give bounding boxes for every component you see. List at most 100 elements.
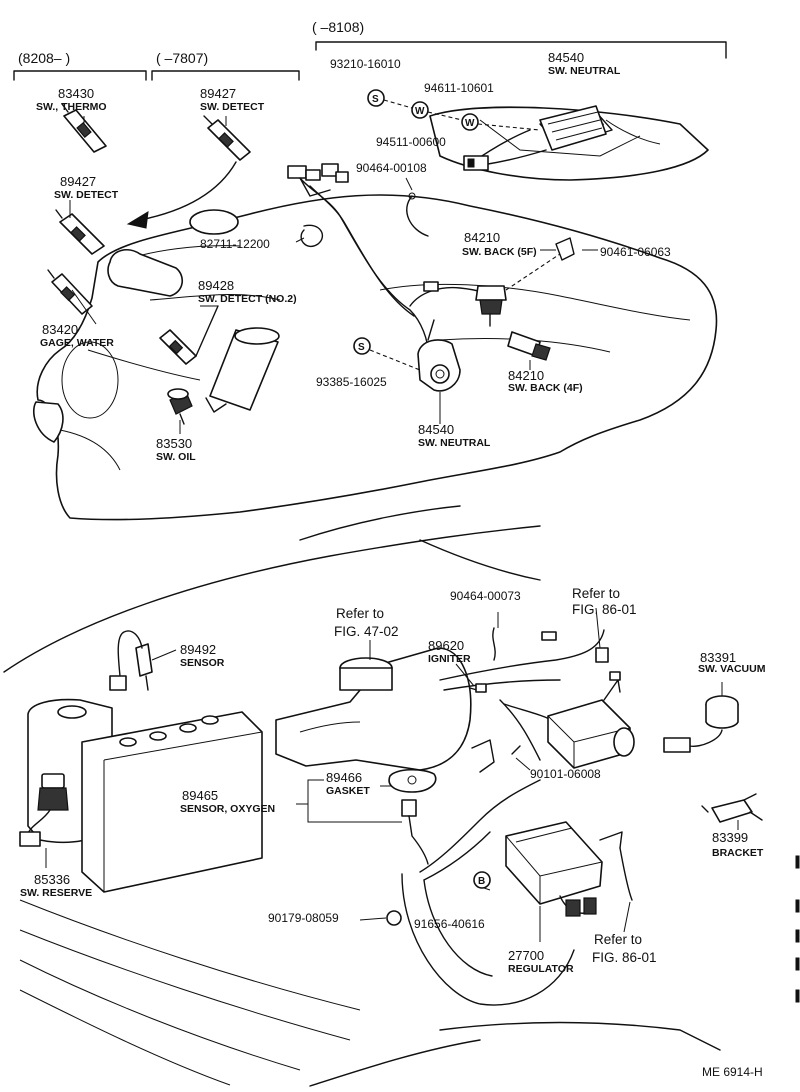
part-89465-name: SENSOR, OXYGEN [180, 803, 275, 815]
part-83399-drawing [701, 793, 763, 823]
code-90101-06008: 90101-06008 [530, 767, 601, 781]
ref-86-01b-line2: FIG. 86-01 [592, 950, 657, 965]
part-84210b-name: SW. BACK (4F) [508, 382, 583, 394]
part-84210b-number: 84210 [508, 368, 544, 383]
part-84540b-number: 84540 [418, 422, 454, 437]
part-igniter-bracket [471, 739, 495, 773]
symbol-s-93210-label: S [372, 94, 379, 105]
diagram-code: ME 6914-H [702, 1065, 763, 1079]
ref-86-01b-line1: Refer to [594, 932, 642, 947]
part-89466-drawing [388, 768, 437, 793]
code-93385-16025: 93385-16025 [316, 375, 387, 389]
part-27700-drawing [505, 821, 633, 917]
code-94511-00600: 94511-00600 [376, 135, 446, 149]
part-85336-number: 85336 [34, 872, 70, 887]
part-90179-drawing [386, 910, 402, 926]
part-89427b-name: SW. DETECT [54, 189, 119, 201]
ref-86-01a-line2: FIG. 86-01 [572, 602, 637, 617]
part-84210a-drawing [475, 237, 575, 327]
symbol-b-91656 [473, 871, 491, 889]
leader-93385 [369, 349, 421, 371]
part-85336-drawing [19, 773, 69, 847]
code-91656-40616: 91656-40616 [414, 917, 485, 931]
part-84540b-drawing [417, 319, 461, 392]
part-89427b-drawing [55, 209, 105, 255]
part-89492-number: 89492 [180, 642, 216, 657]
header-7807: ( –7807) [156, 50, 208, 66]
part-83430-number: 83430 [58, 86, 94, 101]
part-83530-drawing [167, 388, 193, 425]
part-89466-number: 89466 [326, 770, 362, 785]
part-84210b-drawing [507, 331, 551, 361]
ref-47-02-line1: Refer to [336, 606, 384, 621]
part-89620-number: 89620 [428, 638, 464, 653]
part-89427b-number: 89427 [60, 174, 96, 189]
part-89620-drawing [469, 671, 635, 769]
part-83430-name: SW., THERMO [36, 101, 107, 113]
part-83391-drawing [663, 695, 739, 753]
part-83399-name: BRACKET [712, 847, 764, 859]
symbol-s-93385-label: S [358, 342, 365, 353]
leader-neutral-bolts [383, 99, 541, 131]
part-83420-name: GAGE, WATER [40, 337, 114, 349]
part-85336-name: SW. RESERVE [20, 887, 92, 899]
part-89466-name: GASKET [326, 785, 370, 797]
arrow-head [126, 211, 149, 229]
upper-harness [287, 163, 501, 361]
edge-marks [795, 855, 800, 1003]
part-89428-number: 89428 [198, 278, 234, 293]
part-89465-drawing [401, 799, 429, 865]
part-84540a-drawing [463, 105, 607, 171]
ref-47-02-line2: FIG. 47-02 [334, 624, 399, 639]
leader-lines [45, 116, 739, 942]
part-89428-name: SW. DETECT (NO.2) [198, 293, 297, 305]
header-brackets: (8208– ) ( –7807) ( –8108) [13, 19, 727, 81]
code-90464-00073: 90464-00073 [450, 589, 521, 603]
code-90464-00108: 90464-00108 [356, 161, 427, 175]
part-89427a-number: 89427 [200, 86, 236, 101]
part-89620-name: IGNITER [428, 653, 471, 665]
code-82711-12200: 82711-12200 [200, 237, 270, 251]
symbol-w-94611-label: W [465, 118, 475, 129]
part-89427a-drawing [203, 115, 251, 161]
code-90461-06063: 90461-06063 [600, 245, 671, 259]
code-93210-16010: 93210-16010 [330, 57, 401, 71]
code-94611-10601: 94611-10601 [424, 81, 494, 95]
part-89465-number: 89465 [182, 788, 218, 803]
symbol-s-93210 [367, 89, 385, 107]
symbol-w-94511 [411, 101, 429, 119]
part-89428-drawing [159, 305, 219, 365]
part-83530-number: 83530 [156, 436, 192, 451]
engine-block [32, 106, 718, 521]
part-89427a-name: SW. DETECT [200, 101, 265, 113]
part-89492-name: SENSOR [180, 657, 225, 669]
header-8208: (8208– ) [18, 50, 70, 66]
part-27700-number: 27700 [508, 948, 544, 963]
labels: 83430 SW., THERMO 89427 SW. DETECT 89427… [20, 50, 766, 1079]
part-84540a-name: SW. NEUTRAL [548, 65, 621, 77]
arrow-curve [139, 161, 237, 221]
part-83391-number: 83391 [700, 650, 736, 665]
part-84540a-number: 84540 [548, 50, 584, 65]
part-89492-drawing [109, 630, 153, 691]
symbol-s-93385 [353, 337, 371, 355]
part-27700-name: REGULATOR [508, 963, 574, 975]
header-8108: ( –8108) [312, 19, 364, 35]
symbol-b-91656-label: B [478, 876, 485, 887]
part-83530-name: SW. OIL [156, 451, 196, 463]
part-90101-drawing [511, 745, 521, 755]
part-83430-drawing [61, 103, 107, 153]
symbol-w-94511-label: W [415, 106, 425, 117]
part-84210a-name: SW. BACK (5F) [462, 246, 537, 258]
symbol-w-94611 [461, 113, 479, 131]
part-84210a-number: 84210 [464, 230, 500, 245]
part-83420-drawing [47, 269, 93, 315]
part-83399-number: 83399 [712, 830, 748, 845]
lower-harness [419, 629, 609, 881]
ref-86-01a-line1: Refer to [572, 586, 620, 601]
part-90464b-drawing [492, 627, 496, 661]
part-83420-number: 83420 [42, 322, 78, 337]
code-90179-08059: 90179-08059 [268, 911, 339, 925]
part-84540b-name: SW. NEUTRAL [418, 437, 491, 449]
part-83391-name: SW. VACUUM [698, 663, 766, 675]
